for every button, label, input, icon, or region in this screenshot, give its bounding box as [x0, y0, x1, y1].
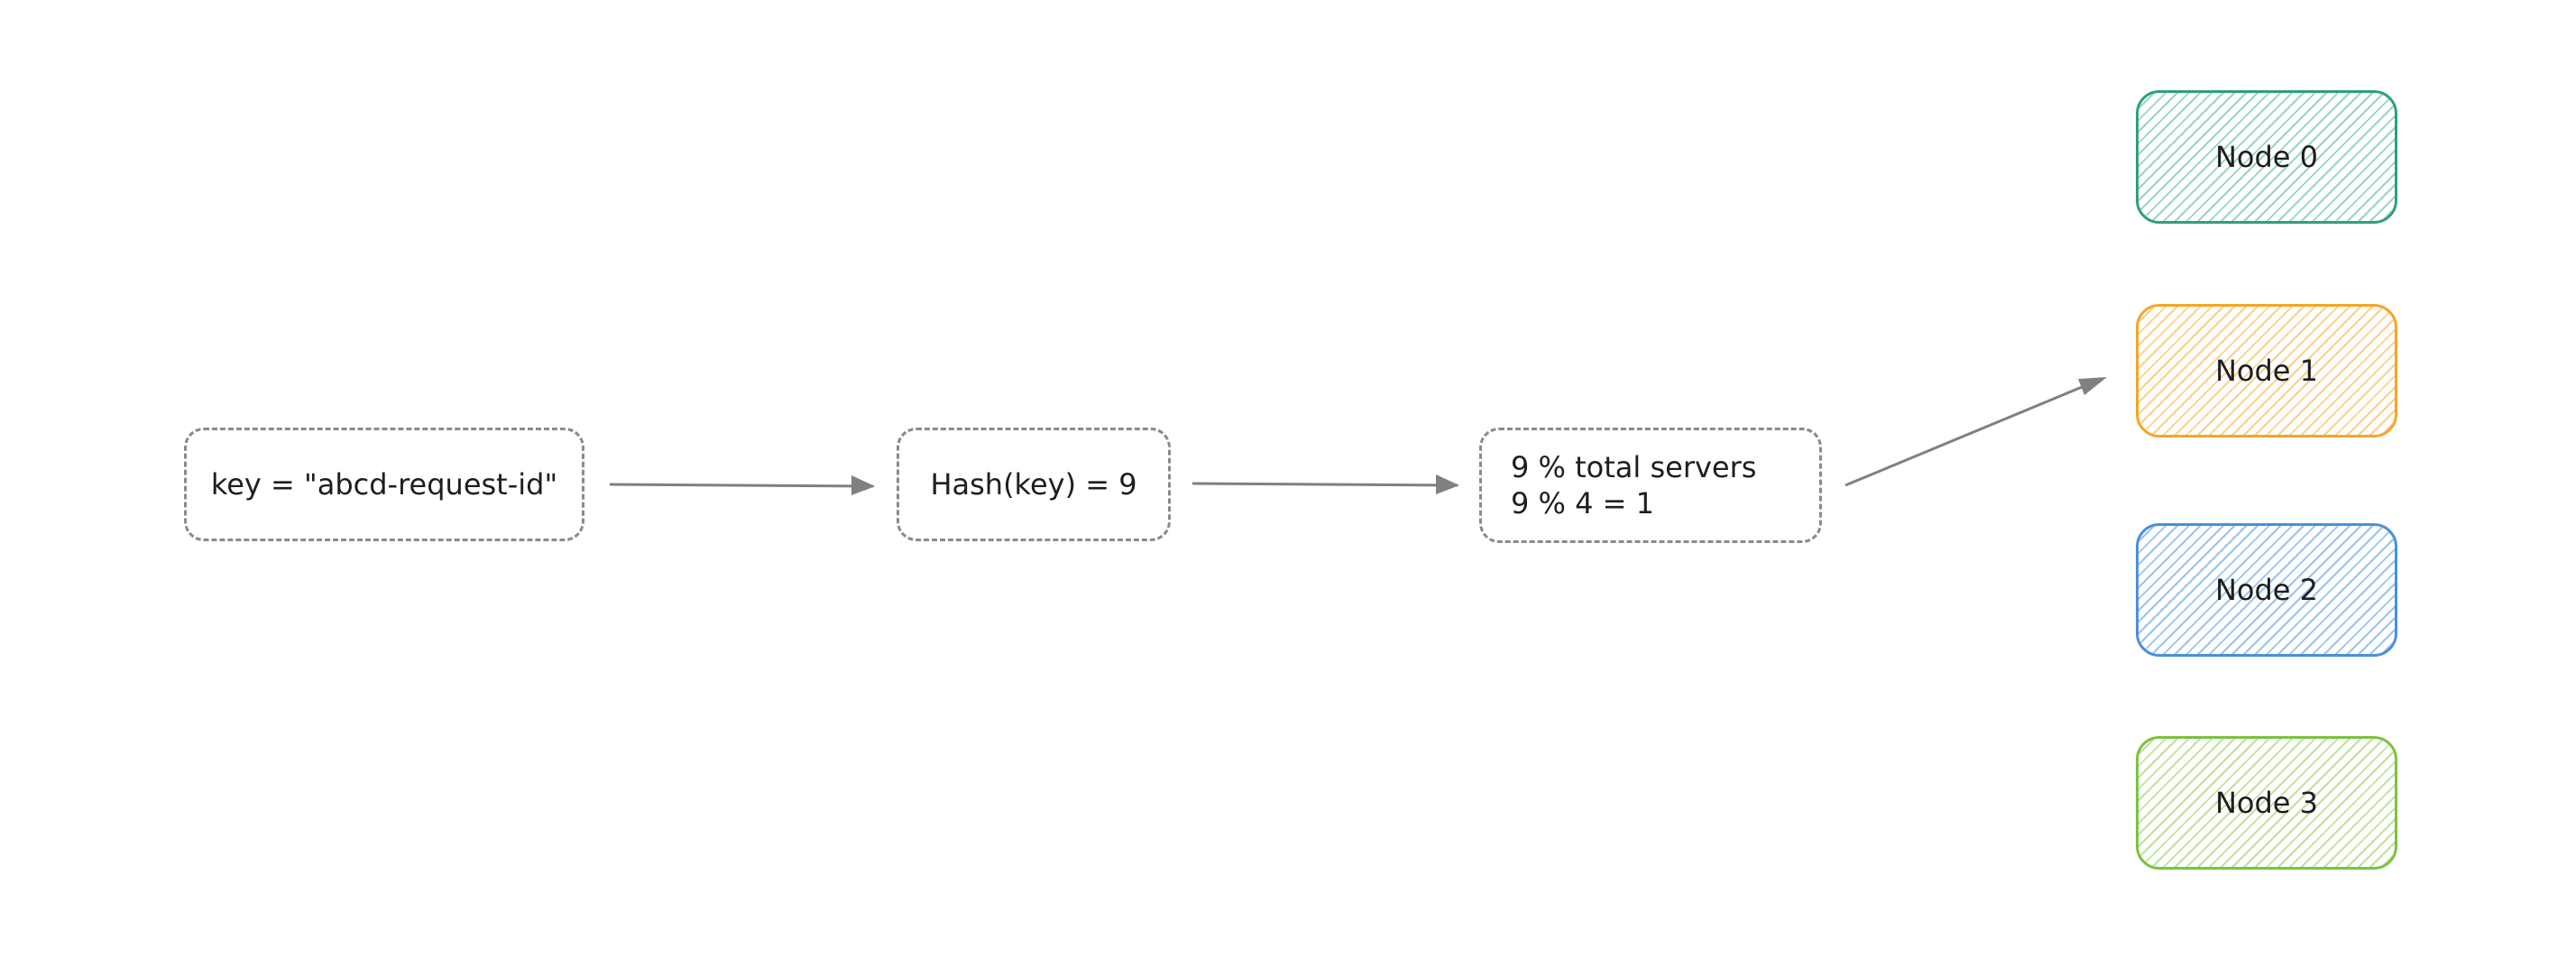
- hash-text: Hash(key) = 9: [930, 467, 1137, 502]
- arrow-hash-to-mod-head: [1436, 474, 1459, 494]
- arrow-mod-to-node-1: [1845, 377, 2102, 487]
- node-3-hatch: [2139, 739, 2395, 867]
- node-0-hatch: [2139, 93, 2395, 221]
- node-2-hatch: [2139, 526, 2395, 654]
- hash-box: Hash(key) = 9: [897, 428, 1171, 541]
- node-2-label: Node 2: [2214, 573, 2319, 607]
- node-1-box: Node 1: [2136, 304, 2397, 438]
- node-0-box: Node 0: [2136, 90, 2397, 224]
- modulo-line-2: 9 % 4 = 1: [1511, 486, 1654, 520]
- arrow-mod-to-node-1-head: [2078, 377, 2107, 395]
- arrow-key-to-hash: [609, 481, 875, 491]
- arrow-key-to-hash-head: [851, 475, 875, 495]
- modulo-line-1: 9 % total servers: [1511, 450, 1757, 484]
- node-3-box: Node 3: [2136, 736, 2397, 870]
- node-2-box: Node 2: [2136, 523, 2397, 657]
- modulo-box: 9 % total servers 9 % 4 = 1: [1479, 428, 1822, 543]
- modulo-text: 9 % total servers 9 % 4 = 1: [1482, 449, 1819, 521]
- node-1-hatch: [2139, 307, 2395, 435]
- node-3-label: Node 3: [2214, 786, 2319, 820]
- key-text: key = "abcd-request-id": [210, 467, 558, 502]
- key-box: key = "abcd-request-id": [184, 428, 584, 541]
- node-0-label: Node 0: [2214, 140, 2319, 174]
- arrow-hash-to-mod: [1191, 482, 1458, 487]
- node-1-label: Node 1: [2214, 354, 2319, 388]
